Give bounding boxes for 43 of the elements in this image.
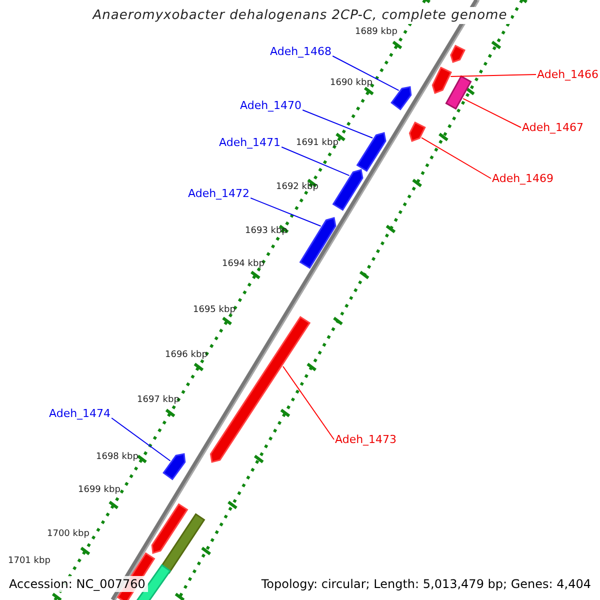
gene-label: Adeh_1468 <box>270 45 332 58</box>
scale-label: 1689 kbp <box>355 27 398 37</box>
gene-feature <box>210 316 311 463</box>
scale-label: 1695 kbp <box>193 305 236 315</box>
scale-label: 1698 kbp <box>96 452 138 462</box>
gene-feature <box>160 513 206 574</box>
gene-feature <box>445 75 472 110</box>
leader-line <box>282 366 334 440</box>
gene-label: Adeh_1471 <box>219 136 281 149</box>
leader-line <box>250 198 322 227</box>
accession-label: Accession: NC_007760 <box>6 576 148 592</box>
scale-label: 1697 kbp <box>137 395 180 405</box>
gene-label: Adeh_1473 <box>335 433 397 446</box>
gene-label: Adeh_1467 <box>522 121 584 134</box>
leader-line <box>421 137 492 179</box>
scale-label: 1700 kbp <box>47 529 90 539</box>
leader-line <box>281 146 350 176</box>
gene-label: Adeh_1474 <box>49 407 111 420</box>
leader-line <box>462 98 522 128</box>
gene-feature <box>162 453 186 480</box>
scale-label: 1694 kbp <box>222 259 264 269</box>
gene-label: Adeh_1470 <box>240 99 302 112</box>
gene-feature <box>432 66 452 94</box>
gene-feature <box>408 121 426 142</box>
scale-label: 1692 kbp <box>276 182 318 192</box>
scale-label: 1701 kbp <box>8 556 50 566</box>
gene-feature <box>332 169 364 211</box>
gene-feature <box>299 217 336 269</box>
leader-line <box>302 110 374 138</box>
leader-line <box>450 74 536 77</box>
gene-label: Adeh_1466 <box>537 68 599 81</box>
gene-label: Adeh_1469 <box>492 172 554 185</box>
gene-feature <box>356 132 386 172</box>
gene-feature <box>390 86 412 110</box>
leader-line <box>111 418 171 462</box>
scale-label: 1693 kbp <box>245 226 288 236</box>
gene-feature <box>151 503 188 554</box>
gene-feature <box>450 44 466 63</box>
gene-label: Adeh_1472 <box>188 187 250 200</box>
scale-label: 1699 kbp <box>78 485 120 495</box>
leader-line <box>332 56 400 91</box>
scale-label: 1690 kbp <box>330 78 372 88</box>
scale-label: 1691 kbp <box>296 138 338 148</box>
